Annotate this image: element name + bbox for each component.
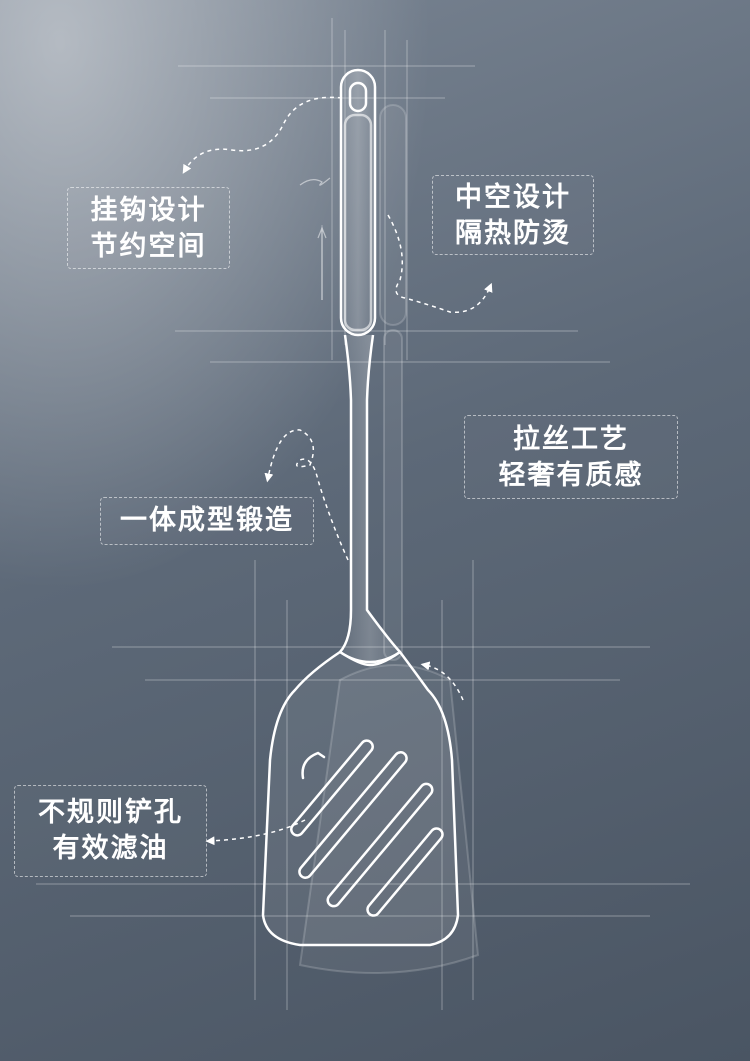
holes-callout-line1: 不规则铲孔 <box>38 797 183 828</box>
holes-callout-line2: 有效滤油 <box>52 833 169 864</box>
hollow-arrow-icon <box>387 214 493 314</box>
brushed-callout-line2: 轻奢有质感 <box>498 460 644 491</box>
brushed-callout-line1: 拉丝工艺 <box>513 424 629 455</box>
forged-callout-line1: 一体成型锻造 <box>120 505 294 536</box>
return-arrow-icon <box>420 661 464 701</box>
hook-callout-line1: 挂钩设计 <box>90 195 207 226</box>
holes-callout: 不规则铲孔 有效滤油 <box>14 785 207 877</box>
sketch-marks <box>299 177 331 300</box>
hollow-callout-line1: 中空设计 <box>455 182 571 213</box>
hook-callout: 挂钩设计 节约空间 <box>67 187 230 269</box>
hook-callout-line2: 节约空间 <box>90 231 207 262</box>
holes-arrow-icon <box>205 819 306 846</box>
spatula-slots <box>290 739 444 917</box>
forged-arrow-icon <box>264 429 349 561</box>
hollow-callout-line2: 隔热防烫 <box>455 218 571 249</box>
hollow-callout: 中空设计 隔热防烫 <box>432 175 594 255</box>
forged-callout: 一体成型锻造 <box>100 497 314 545</box>
hook-arrow-icon <box>182 96 343 174</box>
brushed-callout: 拉丝工艺 轻奢有质感 <box>464 415 678 499</box>
callout-arrows <box>182 96 493 846</box>
